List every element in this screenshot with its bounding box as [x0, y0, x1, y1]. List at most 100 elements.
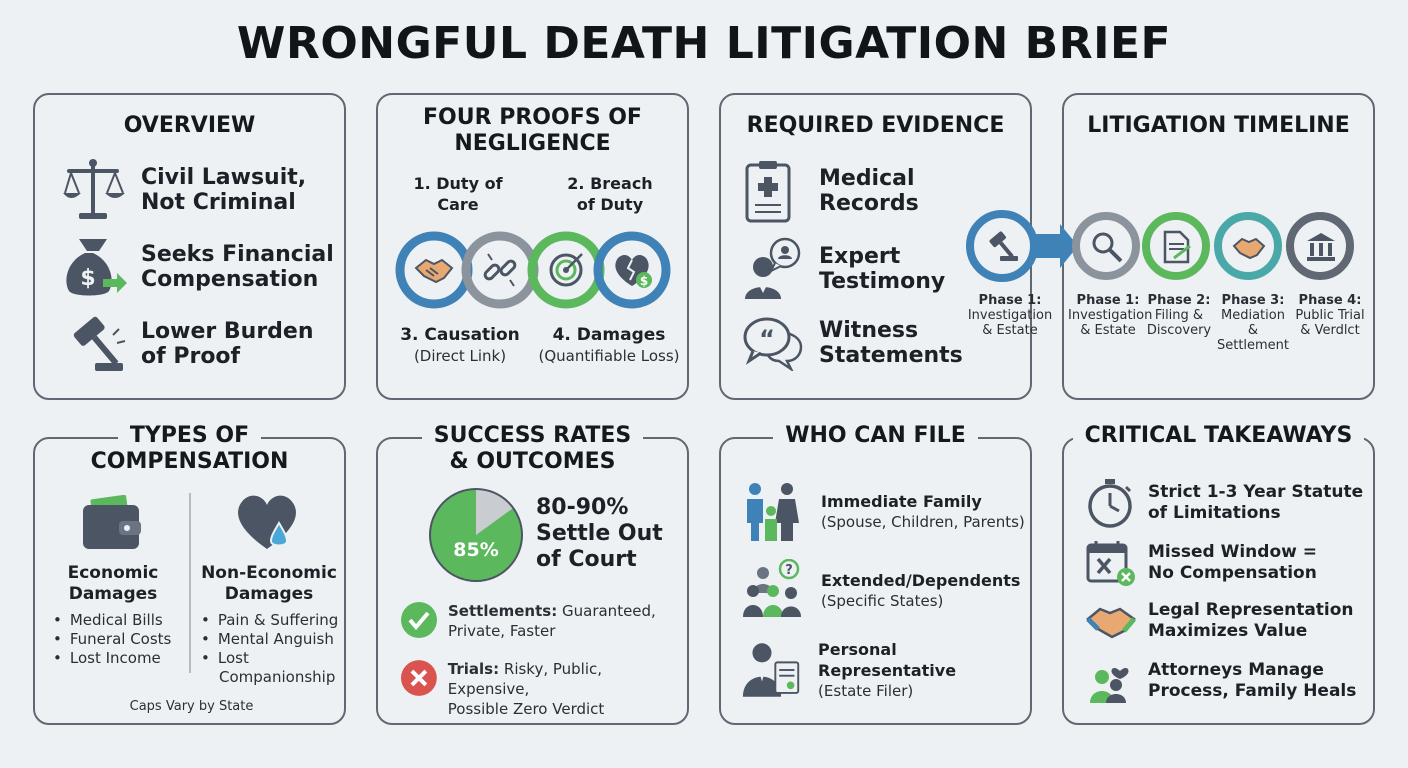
phase-line: Phase 1: — [978, 293, 1042, 308]
overview-title: OVERVIEW — [123, 113, 256, 138]
trials-text: Possible Zero Verdict — [447, 700, 605, 718]
phase-line: Investigation — [967, 308, 1053, 323]
evidence-item-line: Medical — [819, 166, 915, 191]
economic-heading-line: Damages — [68, 584, 158, 604]
takeaway-line: of Limitations — [1148, 503, 1281, 523]
proof-line: 3. Causation — [400, 325, 520, 345]
evidence-item-medical: Medical Records — [743, 159, 919, 223]
settlements-text: Guaranteed, — [562, 602, 656, 620]
evidence-title: REQUIRED EVIDENCE — [746, 113, 1005, 138]
settlement-pie: 85% — [429, 488, 523, 582]
proof-sub: (Direct Link) — [413, 347, 507, 365]
timeline-phase-4: Phase 4: Public Trial & Verdlct — [1290, 293, 1370, 338]
success-card: SUCCESS RATES & OUTCOMES 85% 80-90% Sett… — [376, 423, 689, 725]
evidence-item-line: Testimony — [819, 269, 946, 294]
who-item-sub: (Specific States) — [821, 591, 944, 610]
settle-stat-line: Settle Out — [536, 521, 663, 546]
page-title: WRONGFUL DEATH LITIGATION BRIEF — [236, 18, 1172, 69]
trials-row: Trials: Risky, Public, Expensive, Possib… — [400, 659, 687, 719]
timeline-lead-label: Phase 1: Investigation & Estate — [960, 293, 1060, 338]
noneconomic-list: Pain & Suffering Mental Anguish Lost Com… — [201, 611, 338, 687]
phase-line: Discovery — [1146, 323, 1212, 338]
takeaway-line: Missed Window = — [1148, 542, 1317, 562]
phase-line: Filing & — [1154, 308, 1204, 323]
proofs-card: FOUR PROOFS OF NEGLIGENCE 1. Duty of Car… — [376, 93, 689, 400]
who-item-representative: Personal Representative (Estate Filer) — [741, 639, 1030, 701]
evidence-item-expert: Expert Testimony — [743, 237, 945, 301]
success-title-line: SUCCESS RATES — [421, 423, 644, 448]
evidence-item-line: Expert — [819, 244, 901, 269]
proof-line: 4. Damages — [552, 325, 666, 345]
x-circle-icon — [400, 660, 437, 696]
settlements-label: Settlements: — [448, 602, 558, 620]
overview-card: OVERVIEW Civil Lawsuit, Not Criminal — [33, 93, 346, 400]
trials-label: Trials: — [447, 660, 500, 678]
compensation-title: TYPES OF COMPENSATION — [35, 423, 344, 475]
who-item-name: Personal Representative — [818, 640, 957, 680]
clipboard-icon — [743, 159, 807, 223]
takeaway-line: Attorneys Manage — [1148, 660, 1324, 680]
gavel-icon — [61, 313, 129, 375]
list-item: Medical Bills — [53, 611, 171, 630]
settlements-row: Settlements: Guaranteed, Private, Faster — [400, 601, 656, 641]
timeline-phase-1: Phase 1: Investigation & Estate — [1068, 293, 1152, 338]
timeline-title: LITIGATION TIMELINE — [1087, 113, 1350, 138]
svg-text:“: “ — [759, 325, 775, 353]
calendar-x-icon — [1086, 541, 1135, 586]
expert-icon — [743, 237, 807, 301]
phase-line: & Verdlct — [1300, 323, 1360, 338]
who-item-extended: ? Extended/Dependents (Specific States) — [741, 559, 1020, 621]
settle-stat-line: 80-90% — [536, 495, 629, 520]
overview-item-civil: Civil Lawsuit, Not Criminal — [61, 157, 306, 223]
timeline-phase-3: Phase 3: Mediation & Settlement — [1214, 293, 1292, 353]
scales-icon — [61, 157, 129, 223]
gavel-icon — [989, 231, 1018, 261]
who-item-family: Immediate Family (Spouse, Children, Pare… — [741, 479, 1025, 543]
dollar-glyph: $ — [640, 274, 648, 288]
target-icon — [549, 253, 583, 287]
list-item: Lost — [201, 649, 338, 668]
settle-stat-line: of Court — [536, 547, 637, 572]
family-icon — [747, 483, 799, 541]
phase-line: Public Trial — [1295, 308, 1365, 323]
proof-line: Care — [437, 195, 479, 214]
takeaways-title-text: CRITICAL TAKEAWAYS — [1072, 423, 1365, 449]
caps-footnote: Caps Vary by State — [129, 699, 254, 714]
who-item-sub: (Spouse, Children, Parents) — [821, 512, 1025, 531]
consoling-icon — [1090, 667, 1129, 703]
compensation-title-line: COMPENSATION — [90, 449, 289, 474]
handshake-icon — [1086, 607, 1136, 639]
svg-text:$: $ — [80, 266, 95, 291]
who-item-name: Extended/Dependents — [821, 570, 1021, 590]
proof-line: 2. Breach — [567, 174, 653, 193]
list-item: Lost Income — [53, 649, 171, 668]
timeline-phase-2: Phase 2: Filing & Discovery — [1142, 293, 1216, 338]
list-item: Pain & Suffering — [201, 611, 338, 630]
phase-line: Phase 2: — [1147, 293, 1211, 308]
trials-text: Risky, Public, Expensive, — [447, 660, 603, 698]
settlements-text: Private, Faster — [448, 622, 556, 640]
takeaway-line: Legal Representation — [1148, 600, 1354, 620]
success-title: SUCCESS RATES & OUTCOMES — [378, 423, 687, 475]
compensation-divider — [189, 493, 191, 673]
speech-bubbles-icon: “ — [743, 315, 807, 371]
overview-item-line: Not Criminal — [141, 190, 296, 215]
proof-breach: 2. Breach of Duty — [550, 173, 670, 215]
money-bag-icon: $ — [61, 235, 129, 299]
who-title-text: WHO CAN FILE — [773, 423, 978, 449]
courthouse-icon — [1307, 233, 1335, 261]
stopwatch-icon — [1088, 479, 1132, 528]
phase-line: Phase 4: — [1298, 293, 1362, 308]
phase-line: & Estate — [982, 323, 1038, 338]
proof-damages: 4. Damages (Quantifiable Loss) — [534, 325, 684, 366]
takeaway-line: No Compensation — [1148, 563, 1317, 583]
overview-item-line: Seeks Financial — [141, 242, 334, 267]
phase-line: Phase 1: — [1076, 293, 1140, 308]
extended-family-icon: ? — [743, 559, 801, 617]
list-item: Mental Anguish — [201, 630, 338, 649]
list-item: Funeral Costs — [53, 630, 172, 649]
pie-slice-settle — [430, 489, 522, 581]
economic-list: Medical Bills Funeral Costs Lost Income — [53, 611, 172, 668]
evidence-item-line: Records — [819, 191, 919, 216]
overview-item-line: Compensation — [141, 267, 319, 292]
